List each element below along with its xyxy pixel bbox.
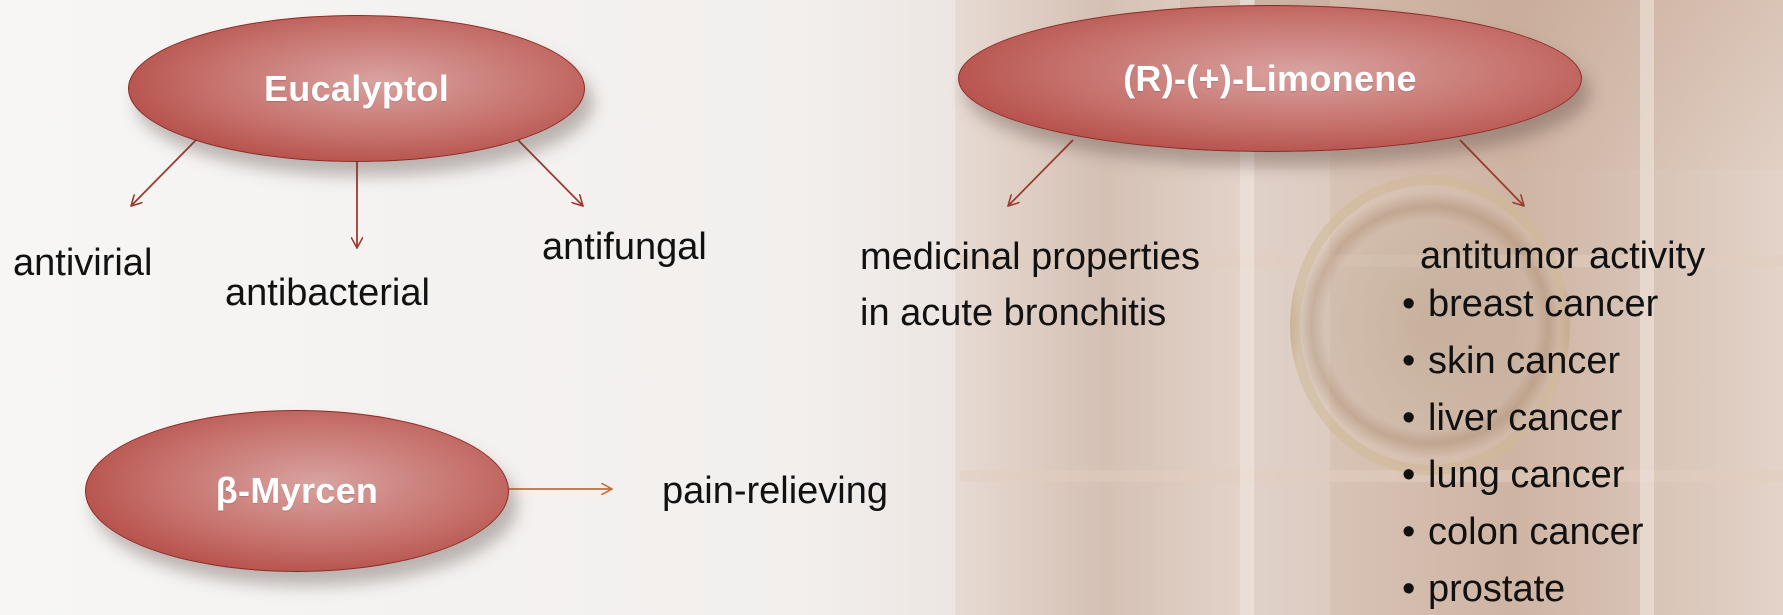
eucalyptol-label: Eucalyptol (264, 68, 449, 110)
list-item: •skin cancer (1402, 342, 1658, 399)
antibacterial-label: antibacterial (225, 274, 430, 312)
medicinal-properties-label: medicinal properties in acute bronchitis (860, 229, 1200, 341)
antitumor-activity-label: antitumor activity (1420, 237, 1705, 275)
arrow-to-medicinal (1008, 140, 1073, 206)
eucalyptol-node: Eucalyptol (128, 15, 585, 162)
pain-relieving-label: pain-relieving (662, 472, 888, 510)
medicinal-line-2: in acute bronchitis (860, 285, 1200, 341)
cancer-liver: liver cancer (1428, 397, 1622, 439)
limonene-label: (R)-(+)-Limonene (1123, 58, 1417, 100)
list-item: •liver cancer (1402, 399, 1658, 456)
myrcen-label: β-Myrcen (216, 470, 378, 512)
cancer-colon: colon cancer (1428, 511, 1643, 553)
list-item: •lung cancer (1402, 456, 1658, 513)
cancer-breast: breast cancer (1428, 283, 1658, 325)
cancer-skin: skin cancer (1428, 340, 1620, 382)
cancer-list: •breast cancer •skin cancer •liver cance… (1402, 285, 1658, 615)
myrcen-node: β-Myrcen (85, 410, 509, 572)
antiviral-label: antivirial (13, 244, 152, 282)
list-item: •prostate (1402, 570, 1658, 615)
limonene-node: (R)-(+)-Limonene (958, 5, 1582, 152)
medicinal-line-1: medicinal properties (860, 229, 1200, 285)
cancer-lung: lung cancer (1428, 454, 1624, 496)
arrow-to-antitumor (1460, 140, 1524, 206)
cancer-prostate: prostate (1428, 568, 1565, 610)
list-item: •breast cancer (1402, 285, 1658, 342)
arrow-to-antiviral (131, 140, 196, 206)
arrow-to-antifungal (518, 140, 583, 206)
list-item: •colon cancer (1402, 513, 1658, 570)
antifungal-label: antifungal (542, 228, 707, 266)
